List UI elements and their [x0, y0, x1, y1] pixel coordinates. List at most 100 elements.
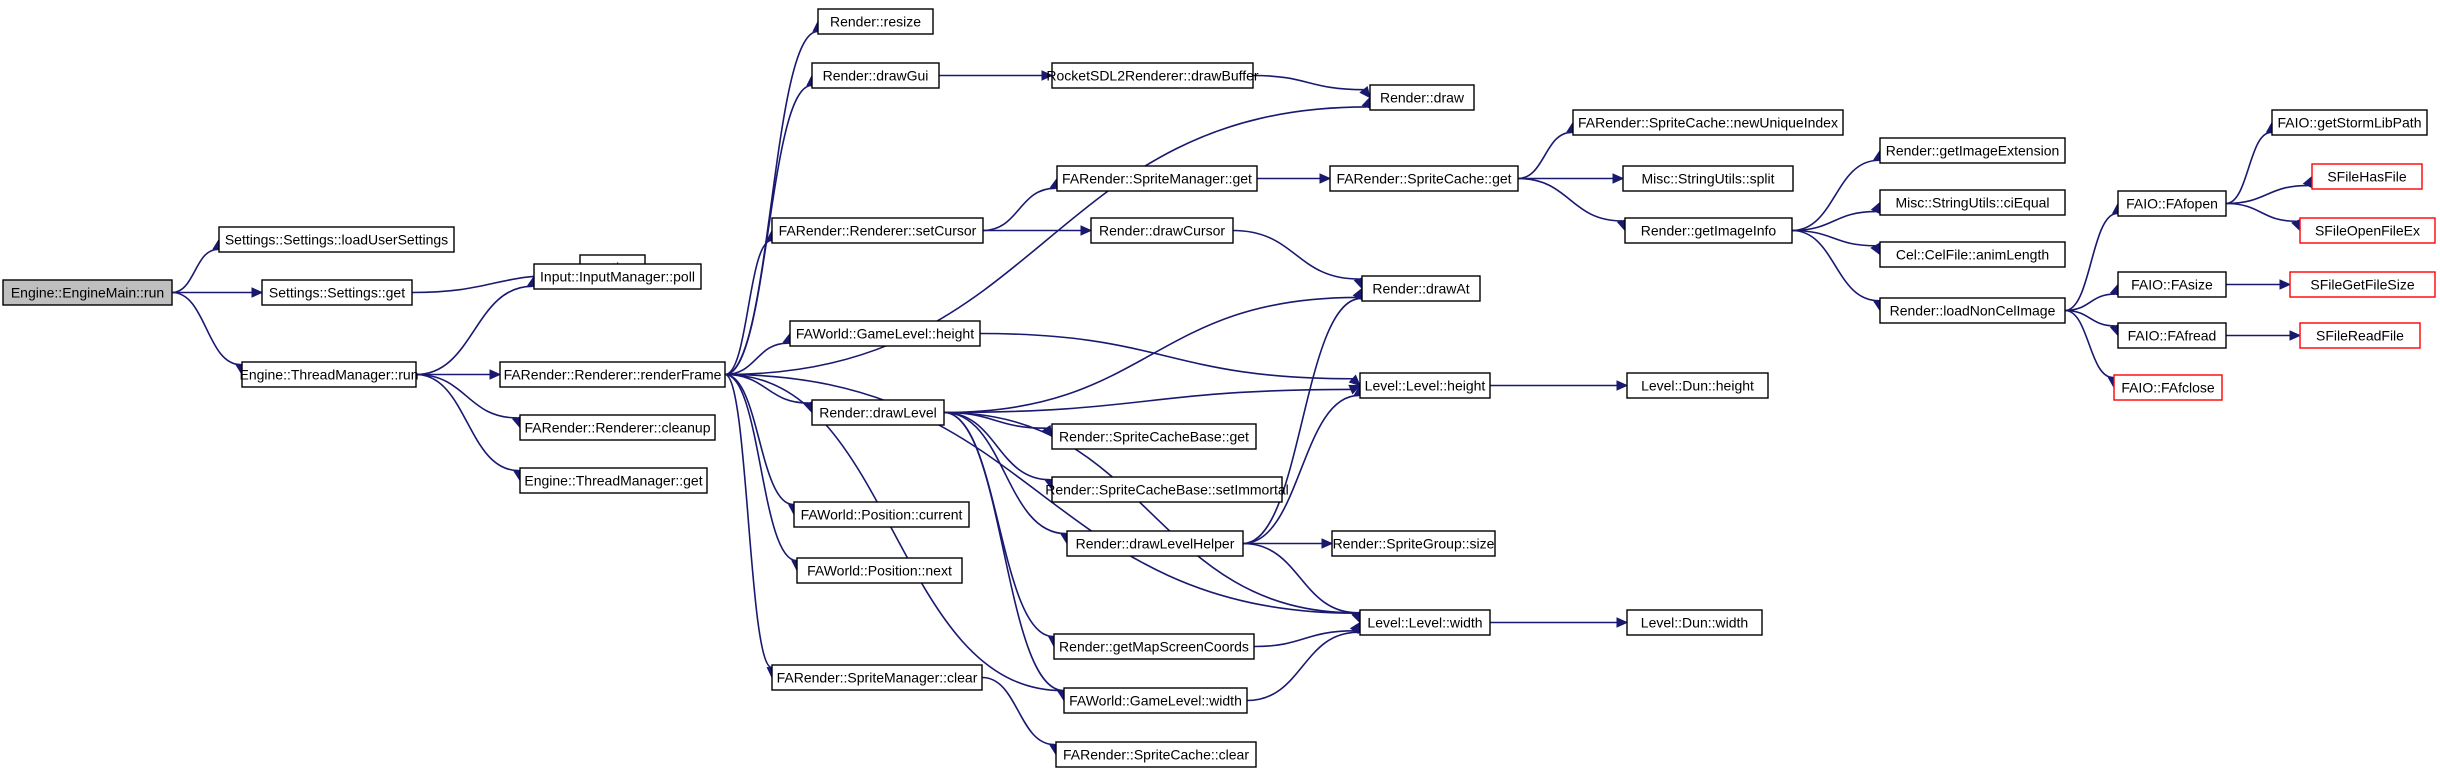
call-edge: [1232, 229, 1359, 280]
function-node[interactable]: Input::InputManager::poll: [533, 263, 702, 290]
truncated-node[interactable]: FAIO::FAfclose: [2113, 374, 2223, 401]
function-node[interactable]: FARender::Renderer::cleanup: [519, 414, 716, 441]
function-node[interactable]: RocketSDL2Renderer::drawBuffer: [1046, 62, 1259, 89]
function-node[interactable]: FAIO::FAsize: [2117, 271, 2227, 298]
function-node[interactable]: FAWorld::Position::next: [796, 557, 963, 584]
call-edge: [943, 388, 1351, 414]
function-node[interactable]: FAWorld::GameLevel::height: [789, 320, 981, 347]
call-edge: [943, 411, 1050, 481]
node-label: Render::loadNonCelImage: [1890, 303, 2056, 319]
function-node[interactable]: Cel::CelFile::animLength: [1879, 241, 2066, 268]
function-node[interactable]: Render::resize: [817, 8, 934, 35]
root-node[interactable]: Engine::EngineMain::run: [2, 279, 173, 306]
node-label: SFileGetFileSize: [2310, 277, 2414, 293]
function-node[interactable]: FARender::SpriteManager::get: [1056, 165, 1258, 192]
truncated-node[interactable]: SFileOpenFileEx: [2299, 217, 2436, 244]
node-box: [1053, 633, 1255, 660]
node-label: FAIO::FAfread: [2128, 328, 2217, 344]
node-box: [793, 501, 970, 528]
node-box: [2289, 271, 2436, 298]
function-node[interactable]: FARender::Renderer::setCursor: [771, 217, 984, 244]
node-box: [2117, 322, 2227, 349]
function-node[interactable]: FAIO::FAfread: [2117, 322, 2227, 349]
node-label: Engine::ThreadManager::run: [240, 367, 419, 383]
function-node[interactable]: Render::getImageInfo: [1624, 217, 1793, 244]
node-box: [2299, 322, 2421, 349]
node-box: [1329, 165, 1519, 192]
node-label: FAWorld::Position::next: [807, 563, 952, 579]
function-node[interactable]: Render::drawCursor: [1090, 217, 1234, 244]
truncated-node[interactable]: SFileGetFileSize: [2289, 271, 2436, 298]
truncated-node[interactable]: SFileReadFile: [2299, 322, 2421, 349]
arrowhead: [1612, 173, 1625, 184]
node-label: Input::InputManager::poll: [540, 269, 695, 285]
node-label: Engine::ThreadManager::get: [524, 473, 702, 489]
arrowhead: [1348, 384, 1362, 395]
function-node[interactable]: Settings::Settings::loadUserSettings: [218, 226, 455, 253]
node-label: SFileHasFile: [2327, 169, 2407, 185]
function-node[interactable]: Engine::ThreadManager::run: [240, 361, 419, 388]
function-node[interactable]: FARender::SpriteCache::get: [1329, 165, 1519, 192]
node-box: [519, 467, 708, 494]
call-edge: [724, 373, 1357, 614]
call-graph-nodes: Engine::EngineMain::run Settings::Setting…: [2, 8, 2436, 768]
node-label: FAWorld::GameLevel::height: [796, 326, 974, 342]
truncated-node[interactable]: SFileHasFile: [2311, 163, 2423, 190]
function-node[interactable]: Render::drawAt: [1361, 275, 1481, 302]
node-box: [499, 361, 726, 388]
node-box: [1359, 609, 1491, 636]
function-node[interactable]: FAWorld::GameLevel::width: [1063, 687, 1248, 714]
node-box: [1572, 109, 1844, 136]
function-node[interactable]: FARender::SpriteManager::clear: [771, 664, 983, 691]
function-node[interactable]: Level::Dun::width: [1626, 609, 1763, 636]
node-label: Level::Level::height: [1365, 378, 1486, 394]
function-node[interactable]: Misc::StringUtils::ciEqual: [1879, 189, 2066, 216]
function-node[interactable]: Render::drawGui: [811, 62, 940, 89]
node-label: Render::SpriteCacheBase::get: [1059, 429, 1249, 445]
function-node[interactable]: Level::Level::height: [1359, 372, 1491, 399]
node-box: [1056, 165, 1258, 192]
function-node[interactable]: Misc::StringUtils::split: [1622, 165, 1794, 192]
call-edge: [415, 373, 518, 419]
function-node[interactable]: FARender::Renderer::renderFrame: [499, 361, 726, 388]
function-node[interactable]: Level::Dun::height: [1626, 372, 1769, 399]
arrowhead: [1080, 225, 1093, 236]
function-node[interactable]: FARender::SpriteCache::clear: [1055, 741, 1257, 768]
function-node[interactable]: Render::getMapScreenCoords: [1053, 633, 1255, 660]
function-node[interactable]: Render::SpriteGroup::size: [1331, 530, 1496, 557]
function-node[interactable]: Render::SpriteCacheBase::setImmortal: [1045, 476, 1289, 503]
call-edge: [171, 248, 218, 294]
function-node[interactable]: FAWorld::Position::current: [793, 501, 970, 528]
node-label: SFileReadFile: [2316, 328, 2404, 344]
function-node[interactable]: Render::loadNonCelImage: [1879, 297, 2066, 324]
function-node[interactable]: FAIO::FAfopen: [2117, 190, 2227, 217]
function-node[interactable]: Engine::ThreadManager::get: [519, 467, 708, 494]
call-edge: [2064, 293, 2116, 312]
call-edge: [724, 84, 812, 376]
call-edge: [724, 373, 794, 506]
function-node[interactable]: Settings::Settings::get: [261, 279, 413, 306]
node-label: Misc::StringUtils::ciEqual: [1895, 195, 2049, 211]
call-edge: [724, 342, 788, 376]
node-label: RocketSDL2Renderer::drawBuffer: [1046, 68, 1259, 84]
arrowhead: [1041, 70, 1054, 81]
call-edge: [943, 411, 1064, 692]
function-node[interactable]: Render::draw: [1369, 84, 1475, 111]
function-node[interactable]: FAIO::getStormLibPath: [2271, 109, 2428, 136]
node-label: FAIO::FAfopen: [2126, 196, 2218, 212]
function-node[interactable]: Render::drawLevelHelper: [1066, 530, 1244, 557]
node-box: [261, 279, 413, 306]
node-box: [796, 557, 963, 584]
node-box: [1063, 687, 1248, 714]
node-box: [817, 8, 934, 35]
node-label: Render::SpriteGroup::size: [1333, 536, 1495, 552]
function-node[interactable]: Render::SpriteCacheBase::get: [1051, 423, 1257, 450]
function-node[interactable]: Render::getImageExtension: [1879, 137, 2066, 164]
function-node[interactable]: Level::Level::width: [1359, 609, 1491, 636]
call-edge: [1253, 630, 1355, 648]
function-node[interactable]: Render::drawLevel: [811, 399, 945, 426]
call-edge: [1791, 229, 1876, 247]
arrowhead: [2289, 330, 2302, 341]
function-node[interactable]: FARender::SpriteCache::newUniqueIndex: [1572, 109, 1844, 136]
node-box: [1051, 62, 1254, 89]
